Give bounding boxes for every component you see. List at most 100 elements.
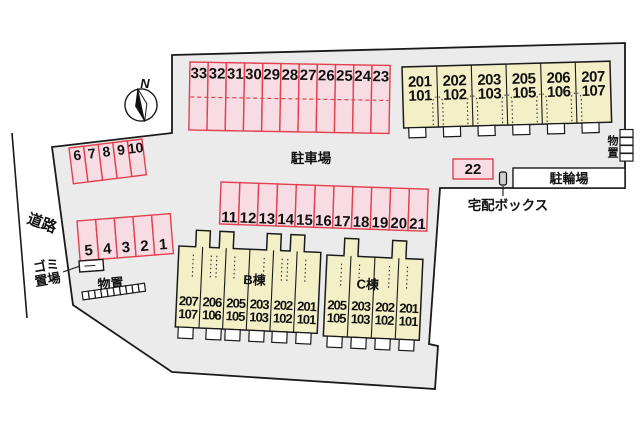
stall-number: 23 (372, 68, 389, 85)
porch (177, 326, 194, 340)
parking-stall (370, 64, 391, 135)
unit-number-upper: 206 (546, 69, 570, 87)
stall-number: 8 (102, 143, 112, 160)
unit-number-lower: 105 (326, 310, 346, 326)
stall-divider-dashed-line (190, 96, 389, 102)
unit-number-upper: 207 (179, 293, 199, 309)
unit-partition-line (574, 62, 578, 124)
north-arrow-icon (124, 88, 158, 122)
unit-number-upper: 205 (512, 70, 536, 88)
porch (374, 337, 391, 351)
stall-number: 15 (296, 212, 313, 230)
storage-box (619, 136, 634, 146)
stall-number: 11 (221, 209, 237, 227)
delivery-box: 宅配ボックス (468, 171, 548, 213)
unit-number-upper: 202 (375, 299, 395, 315)
unit-number-upper: 207 (581, 68, 605, 86)
storage-left-boxes (81, 282, 147, 301)
unit-number-upper: 202 (442, 72, 466, 90)
stall-number: 7 (87, 145, 97, 162)
unit-partition-line (346, 256, 352, 338)
stall-number: 17 (334, 213, 351, 231)
unit-partition-line (370, 257, 376, 339)
porch (477, 124, 496, 137)
garbage-box-mark (84, 264, 96, 267)
unit-number-lower: 103 (249, 309, 269, 325)
porch (512, 123, 531, 136)
stall-number: 16 (315, 212, 332, 230)
unit-partition-line (394, 258, 400, 340)
parking-stall (452, 158, 494, 180)
unit-number-upper: 202 (273, 297, 293, 313)
unit-partition-line (540, 63, 543, 125)
unit-number-upper: 201 (408, 73, 432, 91)
parking-lot-label: 駐車場 (291, 150, 332, 166)
unit-number-lower: 103 (350, 311, 370, 327)
building-c: C棟 205 105 203 103 202 102 201 101 (322, 237, 424, 352)
stall-number: 14 (277, 211, 295, 229)
delivery-box-icon (498, 171, 508, 186)
parking-row-middle: 11 12 13 14 15 16 17 18 19 20 21 (218, 181, 429, 233)
unit-number-lower: 102 (443, 86, 467, 104)
stall-number: 29 (263, 66, 280, 83)
storage-box (137, 282, 147, 293)
stall-number: 25 (336, 68, 353, 85)
stall-number: 26 (318, 67, 335, 84)
porch (546, 122, 566, 135)
stall-number: 33 (190, 65, 207, 82)
unit-number-lower: 105 (512, 84, 536, 102)
stall-number: 10 (127, 139, 145, 157)
stall-number: 30 (245, 66, 262, 83)
stall-number: 18 (352, 214, 369, 232)
unit-number-upper: 203 (250, 296, 270, 312)
stall-number: 1 (158, 236, 168, 254)
unit-partition-line (505, 64, 509, 126)
stall-number: 4 (102, 240, 112, 258)
garbage-label-line1: ゴミ (32, 256, 60, 275)
unit-number-lower: 107 (178, 306, 198, 322)
stall-number: 20 (390, 215, 407, 233)
unit-number-upper: 203 (351, 298, 371, 314)
unit-number-lower: 101 (296, 311, 316, 327)
building-c-label: C棟 (356, 276, 380, 292)
porch (326, 335, 343, 349)
porch (248, 329, 265, 343)
building-north: 201 101 202 102 203 103 205 105 206 106 … (401, 60, 613, 139)
unit-number-upper: 205 (226, 295, 246, 311)
building-b-label: B棟 (243, 272, 267, 288)
storage-box (619, 128, 634, 138)
storage-box (619, 152, 634, 162)
porch (205, 327, 222, 341)
parking-row-upper-left: 6 7 8 9 10 (68, 138, 148, 185)
unit-partition-line (269, 250, 275, 332)
porch (442, 125, 462, 138)
compass: N (124, 76, 158, 122)
porch (408, 126, 427, 139)
stall-number: 13 (258, 210, 275, 228)
compass-north-label: N (140, 76, 150, 91)
parking-row-lower-left: 5 4 3 2 1 (76, 212, 175, 262)
porch (350, 336, 367, 350)
garbage-area-label: ゴミ 置場 (32, 256, 62, 289)
unit-number-lower: 105 (225, 308, 245, 324)
storage-right (619, 128, 634, 162)
building-b: B棟 207 107 206 106 205 105 203 103 202 1… (174, 229, 322, 345)
unit-number-lower: 106 (547, 83, 571, 101)
parking-stall-22: 22 (452, 158, 494, 180)
unit-number-lower: 102 (374, 312, 394, 328)
parking-stall (150, 212, 175, 256)
stall-number: 3 (121, 239, 131, 257)
unit-partition-line (470, 65, 474, 127)
storage-left: 物置 (81, 275, 147, 301)
stall-number: 9 (116, 141, 126, 158)
unit-number-upper: 205 (327, 297, 347, 313)
stall-number: 12 (239, 210, 256, 228)
bicycle-parking-outline (512, 167, 626, 189)
unit-number-lower: 102 (273, 310, 293, 326)
garbage-pointer-line (62, 265, 81, 273)
unit-number-lower: 101 (398, 313, 418, 329)
porch (224, 328, 241, 342)
porch (271, 330, 288, 344)
stall-number: 24 (354, 68, 372, 85)
